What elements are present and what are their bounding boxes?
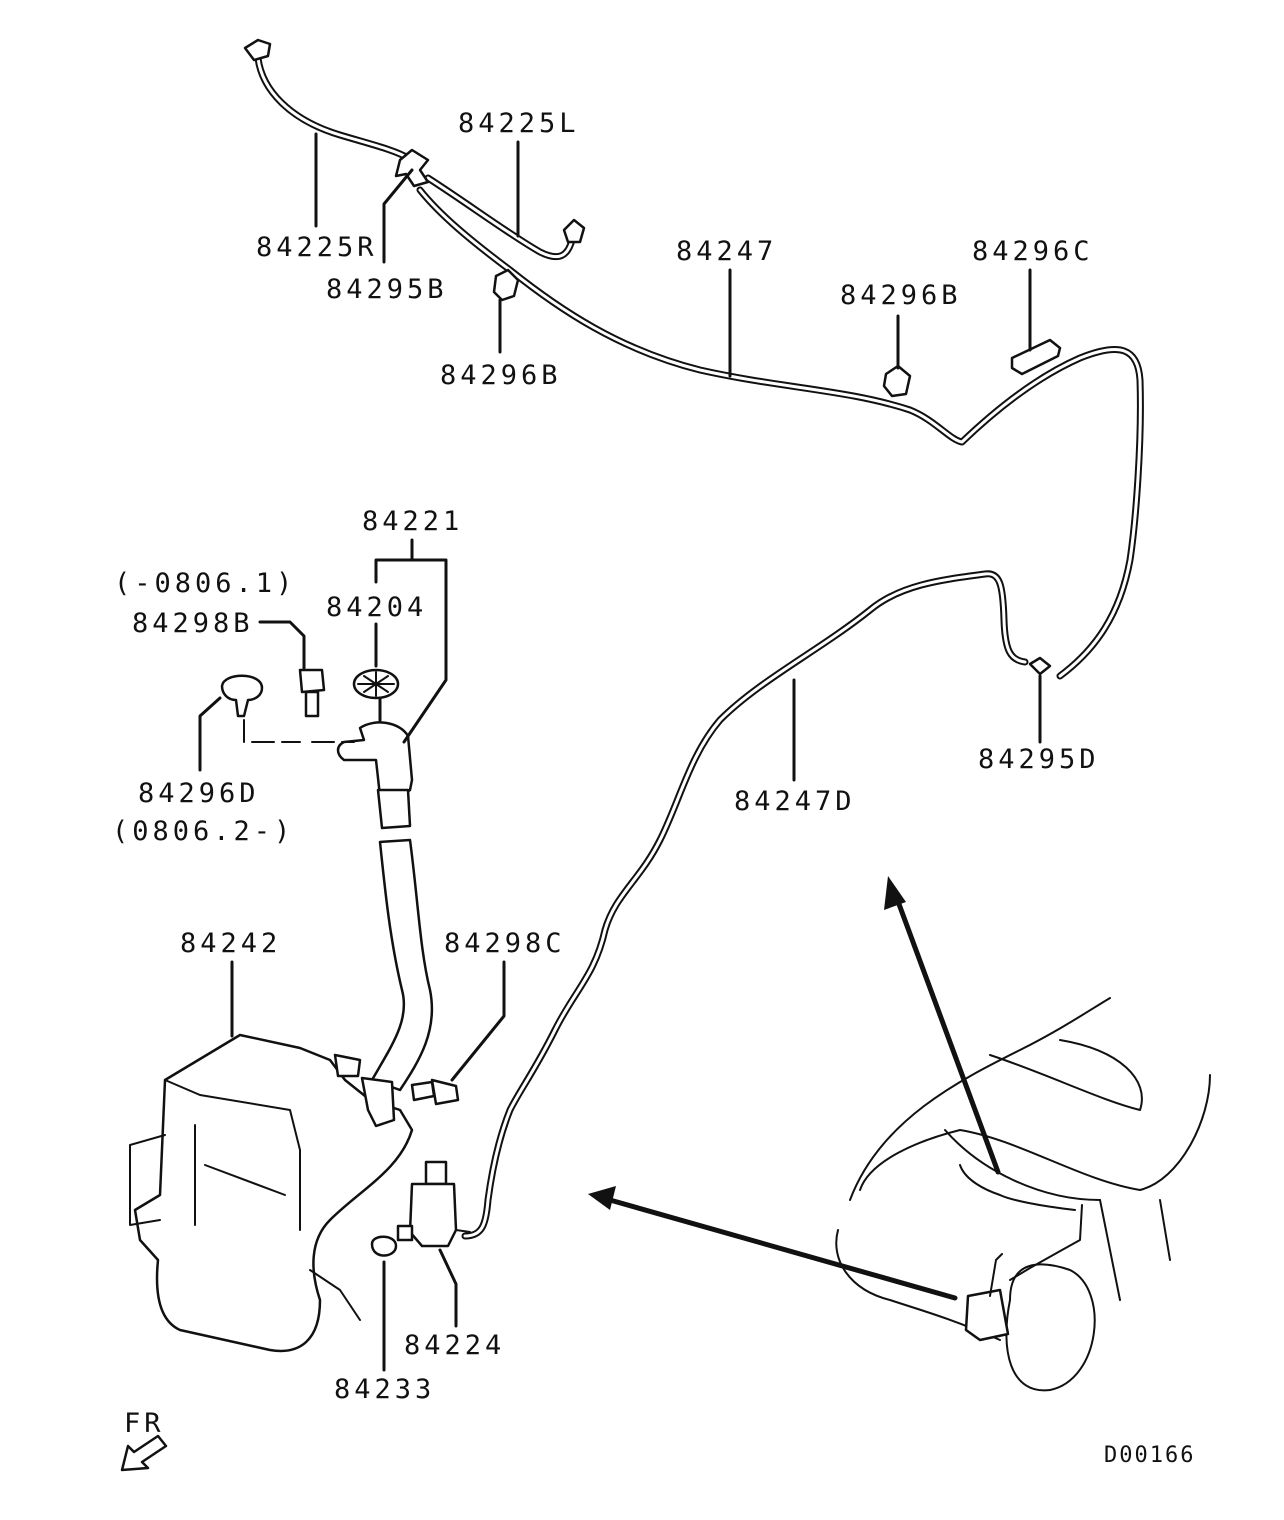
label-84296B-top: 84296B bbox=[440, 360, 562, 391]
leader-84221 bbox=[374, 538, 448, 744]
connector-84295D bbox=[1028, 656, 1052, 676]
label-front: FR bbox=[124, 1408, 165, 1439]
label-84295D: 84295D bbox=[978, 744, 1100, 775]
cap-icon bbox=[352, 668, 400, 726]
leader-84296D bbox=[198, 696, 222, 772]
hose-84247D bbox=[461, 570, 1029, 1240]
arrow-to-nozzle bbox=[884, 876, 1001, 1175]
label-84224: 84224 bbox=[404, 1330, 505, 1361]
leader-84224 bbox=[438, 1248, 458, 1328]
vehicle-outline-icon bbox=[835, 997, 1211, 1392]
label-84204: 84204 bbox=[326, 592, 427, 623]
note-before-date: (-0806.1) bbox=[114, 568, 296, 599]
label-84296C: 84296C bbox=[972, 236, 1094, 267]
label-84298C: 84298C bbox=[444, 928, 566, 959]
label-84295B: 84295B bbox=[326, 274, 448, 305]
label-84233: 84233 bbox=[334, 1374, 435, 1405]
pump-motor-icon bbox=[396, 1160, 471, 1248]
leader-84295B bbox=[382, 168, 414, 264]
front-arrow-icon bbox=[120, 1434, 168, 1472]
label-84225L: 84225L bbox=[458, 108, 580, 139]
arrow-to-tank bbox=[588, 1186, 958, 1301]
diagram-code: D00166 bbox=[1104, 1443, 1195, 1468]
label-84296D: 84296D bbox=[138, 778, 260, 809]
label-84247: 84247 bbox=[676, 236, 777, 267]
connector-84295B bbox=[394, 148, 430, 188]
clip-icon bbox=[882, 364, 912, 398]
label-84247D: 84247D bbox=[734, 786, 856, 817]
label-84296B-mid: 84296B bbox=[840, 280, 962, 311]
bolt-icon bbox=[410, 1078, 460, 1106]
clip-icon bbox=[492, 268, 520, 302]
nozzle-icon bbox=[562, 218, 586, 244]
filler-neck-icon bbox=[336, 721, 414, 830]
label-84221: 84221 bbox=[362, 506, 463, 537]
label-84298B: 84298B bbox=[132, 608, 254, 639]
washer-tank-icon bbox=[129, 1033, 414, 1353]
bolt-icon bbox=[298, 668, 326, 718]
leader-84298B bbox=[258, 620, 306, 670]
label-84242: 84242 bbox=[180, 928, 281, 959]
leader-84298C bbox=[450, 960, 506, 1082]
clip-icon bbox=[1010, 338, 1062, 376]
hose-84247 bbox=[416, 186, 1144, 680]
grommet-icon bbox=[370, 1235, 398, 1257]
nozzle-icon bbox=[243, 38, 272, 62]
grommet-icon bbox=[220, 674, 264, 718]
filler-tube bbox=[370, 838, 434, 1092]
hose-84225R bbox=[254, 54, 412, 162]
note-after-date: (0806.2-) bbox=[112, 816, 294, 847]
hose-84225L bbox=[424, 174, 576, 261]
label-84225R: 84225R bbox=[256, 232, 378, 263]
